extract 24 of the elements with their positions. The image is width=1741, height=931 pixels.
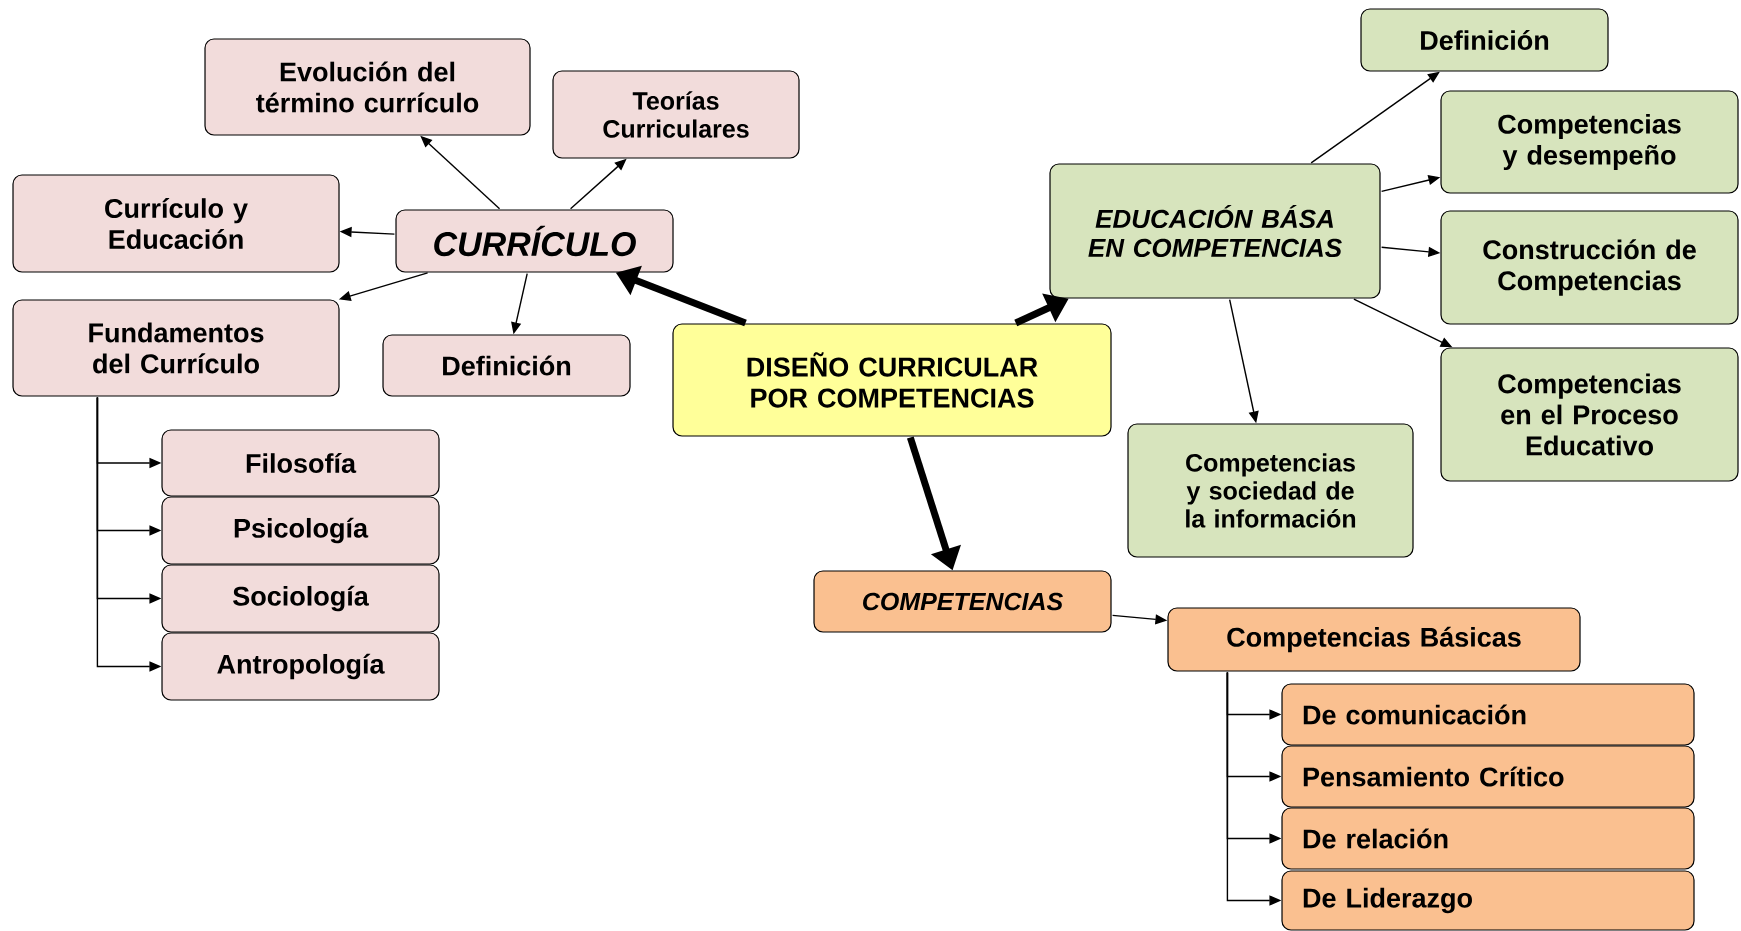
topic-box: Sociología xyxy=(161,564,440,633)
topic-box: Filosofía xyxy=(161,429,440,497)
topic-box: Construcción de Competencias xyxy=(1440,210,1739,325)
topic-box: EDUCACIÓN BÁSA EN COMPETENCIAS xyxy=(1049,163,1381,299)
topic-box: Fundamentos del Currículo xyxy=(12,299,340,397)
topic-box: CURRÍCULO xyxy=(395,209,674,273)
topic-box: Definición xyxy=(382,334,631,397)
topic-box: Definición xyxy=(1360,8,1609,72)
topic-box: Teorías Curriculares xyxy=(552,70,800,159)
topic-box: De Liderazgo xyxy=(1281,870,1695,931)
topic-box: Pensamiento Crítico xyxy=(1281,745,1695,808)
topic-box: COMPETENCIAS xyxy=(813,570,1112,633)
topic-box: Competencias en el Proceso Educativo xyxy=(1440,347,1739,482)
topic-box: Evolución del término currículo xyxy=(204,38,531,136)
arrow xyxy=(1310,71,1440,164)
topic-box: Competencias y desempeño xyxy=(1440,90,1739,194)
topic-box: Competencias Básicas xyxy=(1167,607,1581,672)
topic-box: Currículo y Educación xyxy=(12,174,340,273)
topic-box: Antropología xyxy=(161,632,440,701)
central-box: DISEÑO CURRICULAR POR COMPETENCIAS xyxy=(672,323,1112,437)
topic-box: De comunicación xyxy=(1281,683,1695,746)
topic-box: Psicología xyxy=(161,496,440,565)
topic-box: De relación xyxy=(1281,807,1695,870)
topic-box: Competencias y sociedad de la información xyxy=(1127,423,1414,558)
